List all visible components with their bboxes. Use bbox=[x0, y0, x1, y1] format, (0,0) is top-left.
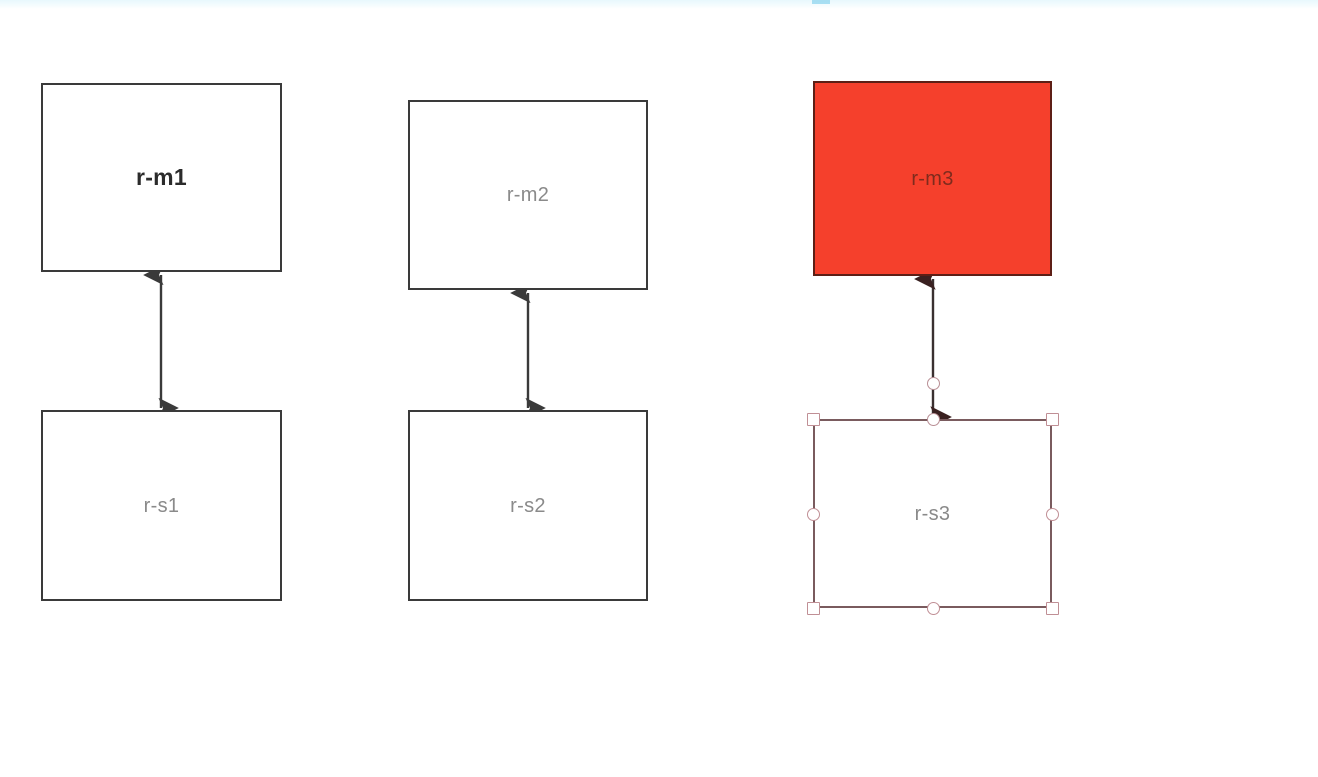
node-label: r-m3 bbox=[911, 167, 954, 190]
node-r-m1[interactable]: r-m1 bbox=[41, 83, 282, 272]
node-label: r-m1 bbox=[135, 164, 188, 190]
handle-bottom-center[interactable] bbox=[926, 601, 940, 615]
connector-waypoint-handle[interactable] bbox=[926, 376, 940, 390]
node-r-m3[interactable]: r-m3 bbox=[813, 81, 1052, 276]
node-label: r-s1 bbox=[143, 494, 180, 517]
node-r-s3[interactable]: r-s3 bbox=[813, 419, 1052, 608]
top-strip-tick bbox=[812, 0, 830, 4]
handle-middle-right[interactable] bbox=[1045, 507, 1059, 521]
node-label: r-m2 bbox=[506, 184, 550, 206]
handle-bottom-left[interactable] bbox=[806, 601, 820, 615]
node-r-s1[interactable]: r-s1 bbox=[41, 410, 282, 601]
handle-top-right[interactable] bbox=[1045, 412, 1059, 426]
handle-middle-left[interactable] bbox=[806, 507, 820, 521]
connector-endpoint-handle[interactable] bbox=[926, 412, 940, 426]
top-ui-strip bbox=[0, 0, 1318, 9]
node-label: r-s2 bbox=[510, 494, 546, 517]
handle-top-left[interactable] bbox=[806, 412, 820, 426]
node-label: r-s3 bbox=[914, 502, 951, 525]
node-r-s2[interactable]: r-s2 bbox=[408, 410, 648, 601]
handle-bottom-right[interactable] bbox=[1045, 601, 1059, 615]
node-r-m2[interactable]: r-m2 bbox=[408, 100, 648, 290]
